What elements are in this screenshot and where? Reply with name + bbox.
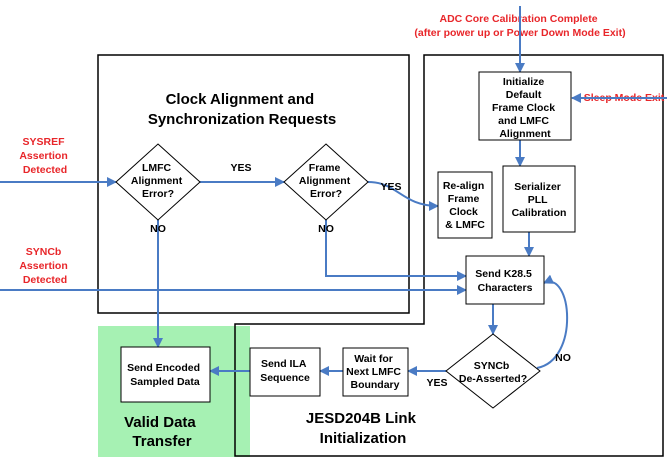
jesd-init-title: JESD204B Link Initialization [306,410,420,447]
serializer-pll-text: Serializer PLL Calibration [512,181,567,219]
syncb-deasserted-decision-text: SYNCb De-Asserted? [459,360,527,385]
send-ila-text: Send ILA Sequence [260,358,310,384]
frame-alignment-decision [283,143,369,221]
send-k285-box [465,255,545,305]
wait-lmfc-text: Wait for Next LMFC Boundary [346,353,404,391]
jesd-init-region [234,54,664,457]
clock-alignment-title: Clock Alignment and Synchronization Requ… [148,91,336,128]
valid-data-label: Valid Data Transfer [124,414,200,450]
frame-yes-label: YES [380,181,401,193]
frame-yes-arrow [367,181,439,211]
realign-box [437,171,493,239]
syncb-label: SYNCb Assertion Detected [19,246,70,286]
frame-no-label: NO [318,223,334,235]
frame-alignment-decision-text: Frame Alignment Error? [299,162,353,200]
wait-lmfc-box [342,347,409,397]
clock-alignment-region [97,54,410,314]
lmfc-alignment-decision [115,143,201,221]
lmfc-yes-label: YES [230,162,251,174]
sysref-label: SYSREF Assertion Detected [19,136,70,176]
realign-text: Re-align Frame Clock & LMFC [443,180,487,231]
send-encoded-box [120,346,211,403]
syncb-no-loop-arrow [536,274,568,369]
lmfc-no-label: NO [150,223,166,235]
syncb-no-label: NO [555,352,571,364]
frame-no-arrow [325,220,467,281]
init-frame-clock-text: Initialize Default Frame Clock and LMFC … [492,76,558,140]
init-frame-clock-box [478,71,572,141]
serializer-pll-box [502,165,576,233]
send-k285-text: Send K28.5 Characters [475,268,535,294]
send-ila-box [249,347,321,397]
syncb-yes-label: YES [426,377,447,389]
syncb-deasserted-decision [445,333,541,409]
lmfc-alignment-decision-text: LMFC Alignment Error? [131,162,185,200]
send-encoded-text: Send Encoded Sampled Data [127,362,203,388]
